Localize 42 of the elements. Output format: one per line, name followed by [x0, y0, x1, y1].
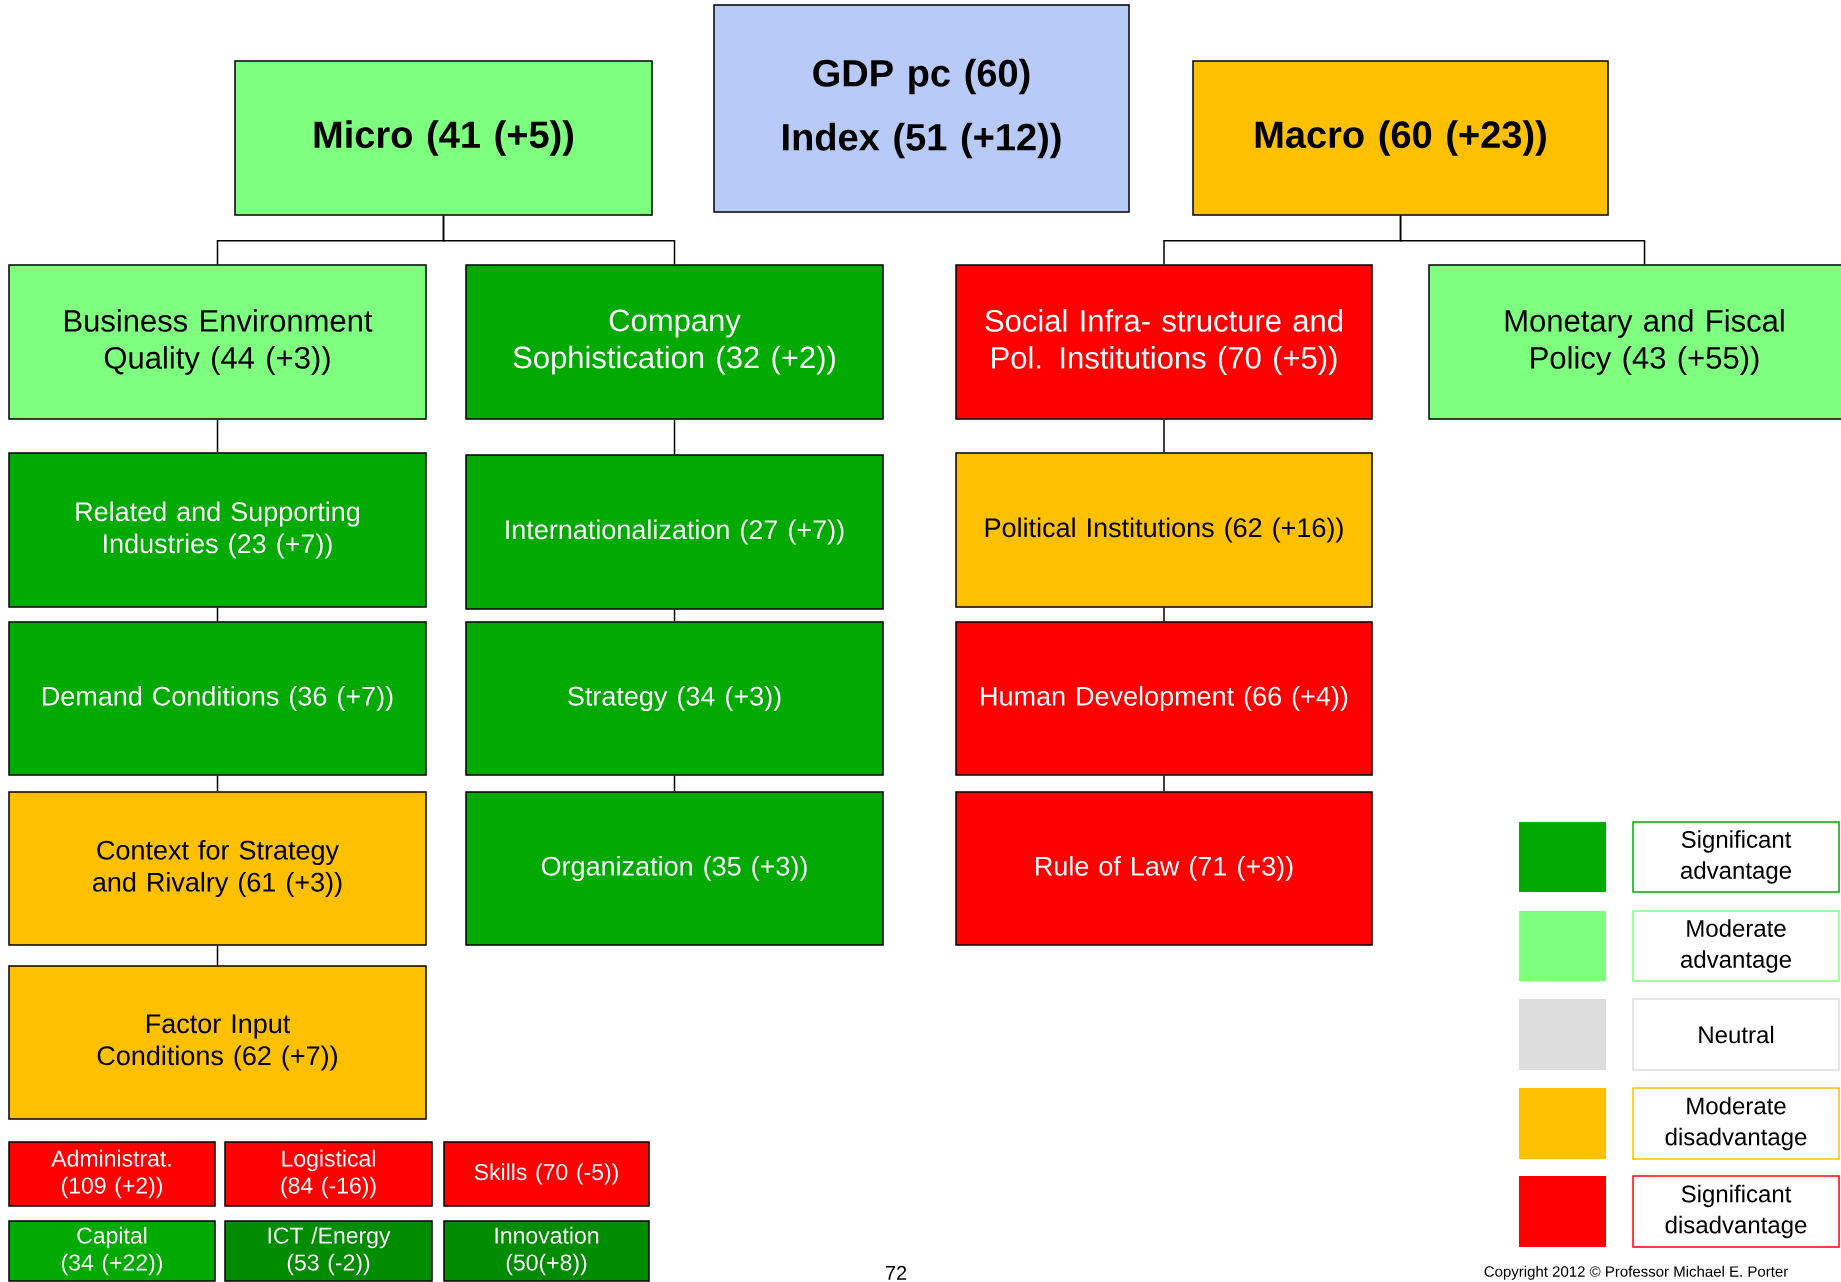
- sub-factor-box: Administrat. (109 (+2)): [8, 1141, 216, 1207]
- connector-line: [1163, 607, 1165, 622]
- legend-label: Neutral: [1632, 998, 1840, 1071]
- factor-box: Business Environment Quality (44 (+3)): [8, 264, 427, 420]
- copyright-notice: Copyright 2012 © Professor Michael E. Porter: [1484, 1265, 1788, 1280]
- sub-factor-box: Skills (70 (-5)): [443, 1141, 650, 1207]
- factor-box: Context for Strategy and Rivalry (61 (+3)): [8, 791, 427, 946]
- sub-factor-box: Innovation (50(+8)): [443, 1220, 650, 1282]
- connector-line: [673, 419, 676, 455]
- factor-box: Monetary and Fiscal Policy (43 (+55)): [1428, 264, 1841, 420]
- factor-box: Rule of Law (71 (+3)): [955, 791, 1373, 946]
- sub-factor-box: Capital (34 (+22)): [8, 1220, 216, 1282]
- category-box: Micro (41 (+5)): [234, 60, 653, 216]
- page-number: 72: [885, 1265, 907, 1280]
- factor-box: Factor Input Conditions (62 (+7)): [8, 965, 427, 1120]
- index-box: GDP pc (60) Index (51 (+12)): [713, 4, 1130, 213]
- legend-label: Moderate disadvantage: [1632, 1087, 1840, 1160]
- factor-box: Related and Supporting Industries (23 (+7)): [8, 452, 427, 608]
- sub-factor-box: Logistical (84 (-16)): [224, 1141, 433, 1207]
- connector-line: [673, 609, 676, 622]
- connector-line: [216, 775, 219, 792]
- legend-label: Significant advantage: [1632, 821, 1840, 893]
- connector-line: [216, 607, 219, 622]
- factor-box: Social Infra- structure and Pol. Institutions (70 (+5)): [955, 264, 1373, 420]
- category-box: Macro (60 (+23)): [1192, 60, 1609, 216]
- factor-box: Organization (35 (+3)): [465, 791, 884, 946]
- factor-box: Political Institutions (62 (+16)): [955, 452, 1373, 608]
- factor-box: Company Sophistication (32 (+2)): [465, 264, 884, 420]
- connector-line: [216, 945, 219, 966]
- connector-line: [1399, 215, 1646, 265]
- factor-box: Demand Conditions (36 (+7)): [8, 621, 427, 776]
- connector-line: [216, 419, 219, 453]
- connector-line: [442, 215, 676, 265]
- connector-line: [1163, 775, 1165, 792]
- legend-label: Moderate advantage: [1632, 910, 1840, 982]
- legend-label: Significant disadvantage: [1632, 1175, 1840, 1248]
- sub-factor-box: ICT /Energy (53 (-2)): [224, 1220, 433, 1282]
- connector-line: [1163, 419, 1165, 453]
- factor-box: Internationalization (27 (+7)): [465, 454, 884, 610]
- factor-box: Strategy (34 (+3)): [465, 621, 884, 776]
- connector-line: [673, 775, 676, 792]
- factor-box: Human Development (66 (+4)): [955, 621, 1373, 776]
